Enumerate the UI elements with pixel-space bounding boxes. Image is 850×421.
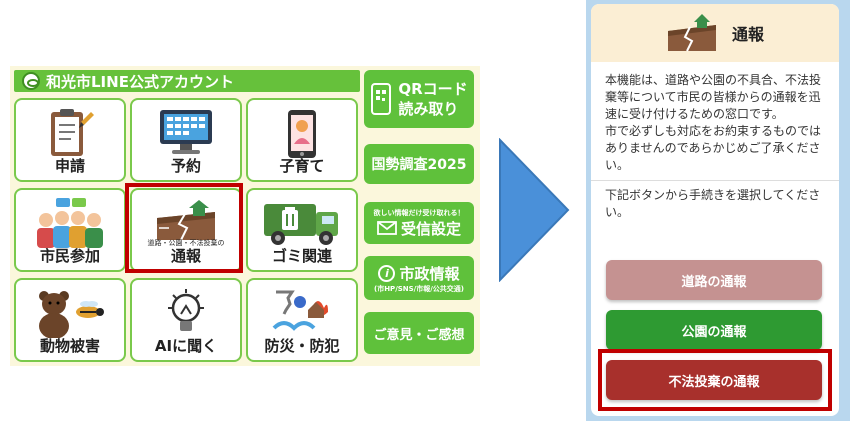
city-info-label: 市政情報	[399, 264, 460, 283]
tile-ask-ai[interactable]: AIに聞く	[130, 278, 242, 362]
tile-garbage[interactable]: ゴミ関連	[246, 188, 358, 272]
notification-settings-button[interactable]: 欲しい情報だけ受け取れる！ 受信設定	[364, 202, 474, 244]
panel-title: 通報	[731, 25, 764, 44]
panel-header: 通報	[591, 4, 839, 62]
divider	[591, 180, 839, 181]
tile-label: 動物被害	[39, 337, 100, 355]
panel-notice: 市で必ずしも対応をお約束するものではありませんのであらかじめご了承ください。	[605, 124, 822, 172]
qr-code-button[interactable]: QRコード 読み取り	[364, 70, 474, 128]
highlight-box-report	[125, 183, 243, 273]
lightbulb-icon	[168, 289, 204, 331]
tile-label: 通報	[170, 247, 201, 265]
feedback-label: ご意見・ご感想	[373, 327, 465, 343]
panel-description: 本機能は、道路や公園の不具合、不法投棄等について市民の皆様からの通報を迅速に受け…	[605, 73, 822, 121]
tile-label: 予約	[170, 157, 201, 175]
qr-label-line2: 読み取り	[398, 100, 459, 118]
tile-label: 市民参加	[39, 247, 100, 265]
info-icon: i	[378, 264, 396, 282]
tile-citizen-participation[interactable]: 市民参加	[14, 188, 126, 272]
qr-label-line1: QRコード	[398, 80, 468, 98]
tile-sublabel: 道路・公園・不法投棄の	[147, 239, 225, 247]
notify-label: 受信設定	[400, 219, 461, 238]
clipboard-icon	[51, 109, 94, 156]
smartphone-family-icon	[288, 110, 316, 158]
report-panel: 通報 本機能は、道路や公園の不具合、不法投棄等について市民の皆様からの通報を迅速…	[591, 4, 839, 416]
road-report-label: 道路の通報	[681, 274, 747, 290]
panel-instruction: 下記ボタンから手続きを選択してください。	[605, 188, 821, 219]
cracked-ground-house-icon	[157, 200, 215, 241]
tile-label: 子育て	[279, 157, 325, 175]
census-button[interactable]: 国勢調査2025	[364, 144, 474, 184]
garbage-truck-icon	[264, 204, 338, 245]
envelope-icon	[377, 221, 397, 235]
bear-hornet-icon	[39, 291, 104, 338]
road-report-button[interactable]: 道路の通報	[606, 260, 822, 300]
illegal-dumping-report-button[interactable]: 不法投棄の通報	[606, 360, 822, 400]
cracked-ground-house-icon	[667, 14, 716, 52]
menu-title: 和光市LINE公式アカウント	[46, 72, 234, 91]
disaster-icons	[272, 290, 328, 331]
notify-sublabel: 欲しい情報だけ受け取れる！	[373, 208, 465, 217]
tile-label: 防災・防犯	[264, 337, 340, 355]
park-report-label: 公園の通報	[681, 324, 747, 340]
city-info-sublabel: (市HP/SNS/市報/公共交通)	[374, 284, 464, 293]
feedback-button[interactable]: ご意見・ご感想	[364, 312, 474, 354]
tile-label: AIに聞く	[154, 337, 218, 355]
calendar-monitor-icon	[160, 110, 212, 154]
arrow-right-icon	[499, 138, 570, 282]
illegal-dumping-report-label: 不法投棄の通報	[668, 374, 760, 390]
tile-disaster-crime-prevention[interactable]: 防災・防犯	[246, 278, 358, 362]
wako-city-logo-icon	[22, 72, 40, 90]
city-info-button[interactable]: i 市政情報 (市HP/SNS/市報/公共交通)	[364, 256, 474, 300]
tile-childcare[interactable]: 子育て	[246, 98, 358, 182]
tile-animal-damage[interactable]: 動物被害	[14, 278, 126, 362]
qr-phone-icon	[371, 83, 392, 115]
tile-application[interactable]: 申請	[14, 98, 126, 182]
census-label: 国勢調査2025	[371, 157, 467, 173]
tile-report[interactable]: 道路・公園・不法投棄の 通報	[130, 188, 242, 272]
menu-header: 和光市LINE公式アカウント	[14, 70, 360, 92]
park-report-button[interactable]: 公園の通報	[606, 310, 822, 350]
tile-label: 申請	[54, 157, 85, 175]
people-group-icon	[37, 198, 103, 248]
tile-reservation[interactable]: 予約	[130, 98, 242, 182]
highlight-box-dumping	[598, 349, 832, 411]
tile-label: ゴミ関連	[271, 247, 332, 265]
panel-body: 本機能は、道路や公園の不具合、不法投棄等について市民の皆様からの通報を迅速に受け…	[591, 62, 839, 221]
